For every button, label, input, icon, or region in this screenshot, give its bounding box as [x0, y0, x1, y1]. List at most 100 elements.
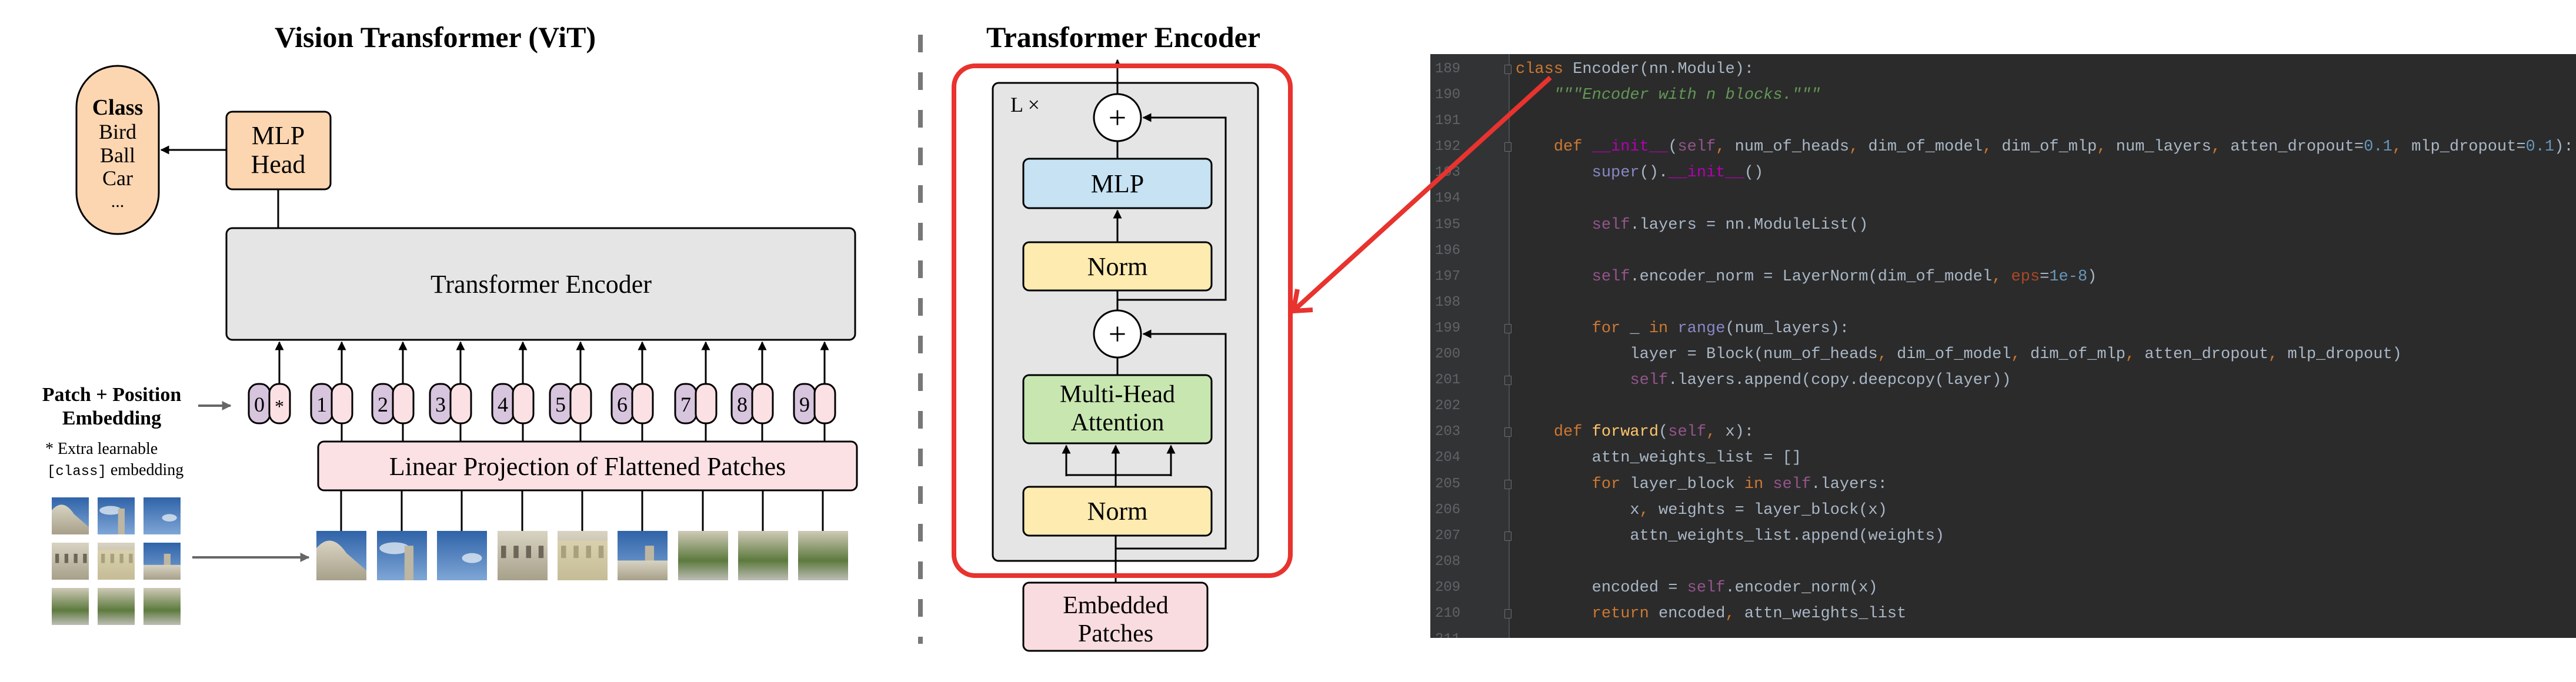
- code-token: ):: [2554, 138, 2574, 156]
- code-line[interactable]: 206 x, weights = layer_block(x): [1430, 497, 2576, 523]
- code-line[interactable]: 191: [1430, 108, 2576, 134]
- code-line[interactable]: 194: [1430, 186, 2576, 212]
- fold-marker-icon[interactable]: [1504, 609, 1511, 619]
- code-token: =: [2354, 138, 2364, 156]
- code-token: num_layers: [2115, 138, 2211, 156]
- image-patch: [52, 543, 89, 580]
- code-token: [1516, 476, 1592, 493]
- code-token: ,: [1982, 138, 2002, 156]
- line-number: 208: [1435, 553, 1461, 570]
- code-token: forward: [1591, 423, 1659, 442]
- code-token: self: [1591, 216, 1630, 234]
- code-line[interactable]: 204 attn_weights_list = []: [1430, 445, 2576, 471]
- patch-embedding-pill: [268, 383, 291, 424]
- line-number: 197: [1435, 268, 1461, 285]
- token-number: 6: [617, 393, 628, 416]
- class-output-box: Class Bird Ball Car ...: [75, 65, 160, 235]
- image-patch: [798, 531, 848, 580]
- fold-marker-icon[interactable]: [1504, 142, 1511, 152]
- code-line[interactable]: 211: [1430, 627, 2576, 638]
- code-text: super().__init__(): [1516, 160, 1764, 186]
- code-token: """Encoder with n blocks.""": [1553, 86, 1821, 105]
- code-line[interactable]: 195 self.layers = nn.ModuleList(): [1430, 212, 2576, 238]
- patch-embedding-pill: [331, 383, 353, 424]
- code-token: [1516, 268, 1592, 286]
- embedding-label: Embedding: [62, 407, 161, 429]
- code-token: x: [1516, 501, 1640, 519]
- code-token: Encoder(nn.Module):: [1563, 61, 1754, 78]
- repeat-label: L ×: [1010, 93, 1040, 116]
- fold-marker-icon[interactable]: [1504, 531, 1511, 541]
- line-number: 209: [1435, 579, 1461, 596]
- code-line[interactable]: 202: [1430, 393, 2576, 419]
- code-token: 1e-8: [2049, 268, 2088, 286]
- code-line[interactable]: 199 for _ in range(num_layers):: [1430, 316, 2576, 342]
- code-token: layer_block: [1620, 475, 1744, 493]
- code-token: .encoder_norm(x): [1725, 579, 1878, 597]
- line-number: 211: [1435, 627, 1464, 638]
- code-line[interactable]: 197 self.encoder_norm = LayerNorm(dim_of…: [1430, 264, 2576, 290]
- code-token: [1516, 86, 1554, 104]
- code-line[interactable]: 198: [1430, 290, 2576, 316]
- position-token: 7: [674, 341, 718, 442]
- code-text: """Encoder with n blocks.""": [1516, 82, 1821, 108]
- linear-projection-box: Linear Projection of Flattened Patches: [317, 440, 858, 492]
- code-token: (num_layers):: [1725, 319, 1850, 337]
- code-token: [1668, 320, 1677, 337]
- fold-marker-icon[interactable]: [1504, 376, 1511, 386]
- embedded-patches-label: Patches: [1078, 620, 1153, 647]
- code-line[interactable]: 209 encoded = self.encoder_norm(x): [1430, 575, 2576, 601]
- mlp-head-box: MLP Head: [225, 111, 332, 190]
- code-token: mlp_dropout): [2287, 346, 2402, 364]
- line-number: 194: [1435, 190, 1461, 207]
- fold-marker-icon[interactable]: [1504, 427, 1511, 437]
- code-line[interactable]: 208: [1430, 549, 2576, 575]
- encoder-title: Transformer Encoder: [986, 21, 1260, 54]
- line-number: 203: [1435, 424, 1461, 440]
- code-line[interactable]: 192 def __init__(self, num_of_heads, dim…: [1430, 134, 2576, 160]
- patch-embedding-pill: [449, 383, 472, 424]
- code-token: .layers:: [1811, 475, 1887, 493]
- code-token: (: [1668, 138, 1678, 156]
- token-number: 1: [316, 393, 327, 416]
- position-token: 5: [549, 341, 592, 442]
- fold-marker-icon[interactable]: [1504, 323, 1511, 333]
- code-line[interactable]: 200 layer = Block(num_of_heads, dim_of_m…: [1430, 342, 2576, 367]
- code-text: x, weights = layer_block(x): [1516, 497, 1887, 523]
- code-line[interactable]: 196: [1430, 238, 2576, 264]
- code-token: __init__: [1668, 164, 1744, 182]
- code-token: (): [1744, 164, 1764, 182]
- fold-marker-icon[interactable]: [1504, 65, 1511, 74]
- token-number: 3: [435, 393, 446, 416]
- code-token: 0.1: [2525, 138, 2555, 156]
- code-line[interactable]: 193 super().__init__(): [1430, 160, 2576, 186]
- patch-embedding-pill: [569, 383, 592, 424]
- code-token: ,: [1877, 346, 1897, 364]
- code-line[interactable]: 210 return encoded, attn_weights_list: [1430, 601, 2576, 627]
- fold-marker-icon[interactable]: [1504, 479, 1511, 489]
- code-token: .encoder_norm = LayerNorm(dim_of_model: [1630, 268, 1993, 286]
- line-number: 192: [1435, 139, 1461, 155]
- extra-embedding-note-2: [class] embedding: [47, 461, 183, 480]
- code-token: ,: [1725, 604, 1744, 623]
- code-token: ,: [2011, 346, 2030, 364]
- code-line[interactable]: 205 for layer_block in self.layers:: [1430, 472, 2576, 497]
- position-token: 0*: [248, 341, 291, 424]
- code-token: dim_of_model: [1868, 138, 1983, 156]
- code-line[interactable]: 203 def forward(self, x):: [1430, 419, 2576, 445]
- residual-add-bottom: +: [1093, 309, 1142, 359]
- mlp-label: MLP: [1091, 169, 1144, 198]
- code-line[interactable]: 190 """Encoder with n blocks.""": [1430, 82, 2576, 108]
- code-token: ,: [2097, 138, 2116, 156]
- image-patch: [144, 588, 181, 625]
- code-token: [1516, 164, 1592, 182]
- code-token: self: [1668, 423, 1707, 442]
- code-line[interactable]: 207 attn_weights_list.append(weights): [1430, 523, 2576, 549]
- plus-icon: +: [1109, 316, 1126, 352]
- code-token: self: [1687, 579, 1726, 597]
- code-line[interactable]: 201 self.layers.append(copy.deepcopy(lay…: [1430, 367, 2576, 393]
